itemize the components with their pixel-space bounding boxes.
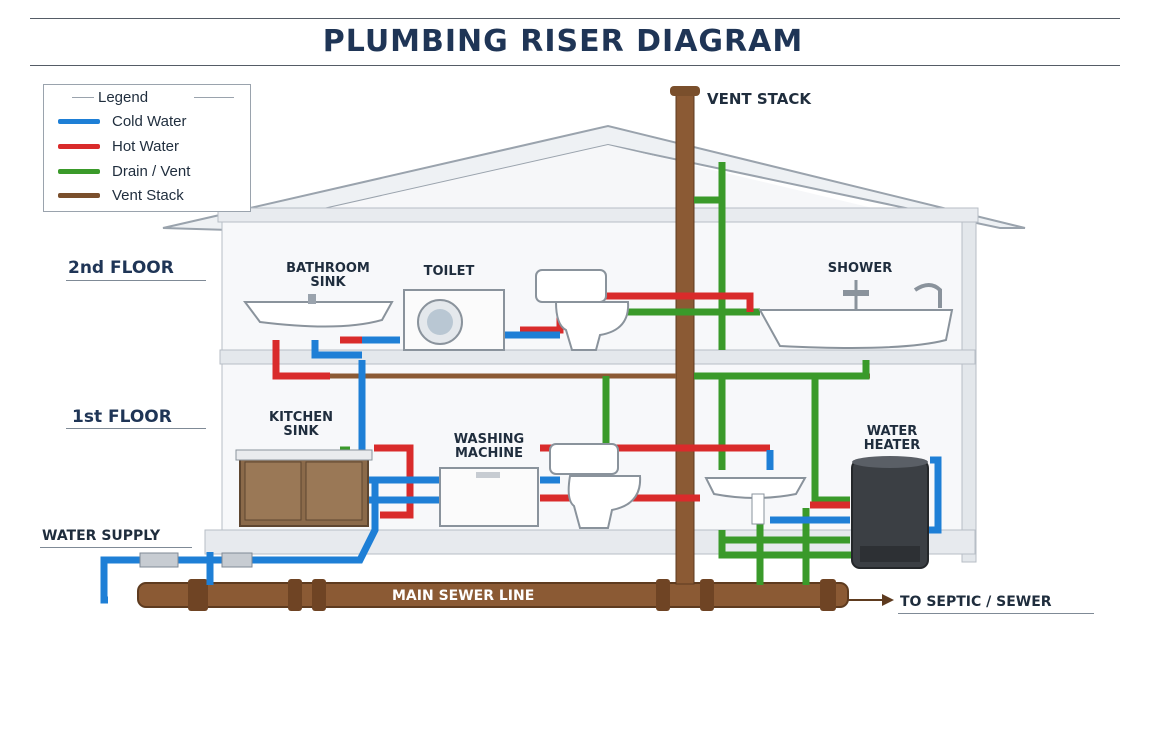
sewer-arrowhead xyxy=(882,594,894,606)
floor-2-label: 2nd FLOOR xyxy=(68,258,174,278)
legend-label: Drain / Vent xyxy=(112,162,191,180)
legend-box: Legend Cold Water Hot Water Drain / Vent… xyxy=(43,84,251,212)
vent-stack-pipe xyxy=(675,93,695,585)
legend-item-hot-water: Hot Water xyxy=(58,136,179,156)
water-supply-label: WATER SUPPLY xyxy=(42,528,161,544)
legend-item-vent-stack: Vent Stack xyxy=(58,185,184,205)
to-septic-underline xyxy=(898,613,1094,614)
legend-item-drain-vent: Drain / Vent xyxy=(58,161,190,181)
drain-vent-swatch xyxy=(58,168,100,174)
top-rule xyxy=(30,18,1120,19)
title-underline xyxy=(30,65,1120,66)
floor-2-underline xyxy=(66,280,206,281)
water-heater-fixture xyxy=(851,456,929,569)
cold-water-swatch xyxy=(58,118,100,124)
legend-item-cold-water: Cold Water xyxy=(58,111,186,131)
legend-label: Hot Water xyxy=(112,137,179,155)
water-heater-label: WATER HEATER xyxy=(863,424,921,453)
legend-label: Vent Stack xyxy=(112,186,184,204)
vent-stack-swatch xyxy=(58,192,100,198)
floor-1-underline xyxy=(66,428,206,429)
supply-valve-2 xyxy=(221,552,253,568)
kitchen-sink-label: KITCHEN SINK xyxy=(269,410,333,439)
bathroom-sink-fixture xyxy=(243,294,394,328)
kitchen-cabinet-fixture xyxy=(235,449,373,527)
washing-machine-fixture xyxy=(439,467,539,527)
washing-machine-label: WASHING MACHINE xyxy=(453,432,525,461)
sewer-couplings xyxy=(188,579,836,611)
shower-tub-fixture xyxy=(758,280,954,349)
supply-valve xyxy=(139,552,179,568)
right-wall xyxy=(961,221,977,563)
diagram-title: PLUMBING RISER DIAGRAM xyxy=(322,24,804,59)
bathroom-sink-label: BATHROOM SINK xyxy=(286,261,370,290)
drain-vent-pipes xyxy=(340,162,900,585)
upper-toilet-fixture xyxy=(535,269,630,351)
legend-divider-right xyxy=(194,97,234,98)
vent-stack-label: VENT STACK xyxy=(707,90,811,108)
water-supply-underline xyxy=(40,547,192,548)
upper-washer-fixture xyxy=(403,289,505,351)
lower-toilet-fixture xyxy=(549,443,642,529)
lower-sink-fixture xyxy=(704,477,807,525)
floor-1-label: 1st FLOOR xyxy=(72,407,172,427)
floor-slab-1 xyxy=(204,529,976,555)
main-sewer-label: MAIN SEWER LINE xyxy=(392,588,535,604)
attic-beam xyxy=(217,207,979,223)
legend-label: Cold Water xyxy=(112,112,187,130)
toilet-label: TOILET xyxy=(423,264,475,279)
vent-stack-cap xyxy=(670,86,700,96)
shower-label: SHOWER xyxy=(827,261,893,276)
to-septic-label: TO SEPTIC / SEWER xyxy=(900,594,1052,610)
floor-slab-2 xyxy=(219,349,976,365)
legend-title: Legend xyxy=(98,89,149,106)
hot-water-swatch xyxy=(58,143,100,149)
cold-water-pipes xyxy=(100,331,942,604)
legend-divider-left xyxy=(72,97,94,98)
